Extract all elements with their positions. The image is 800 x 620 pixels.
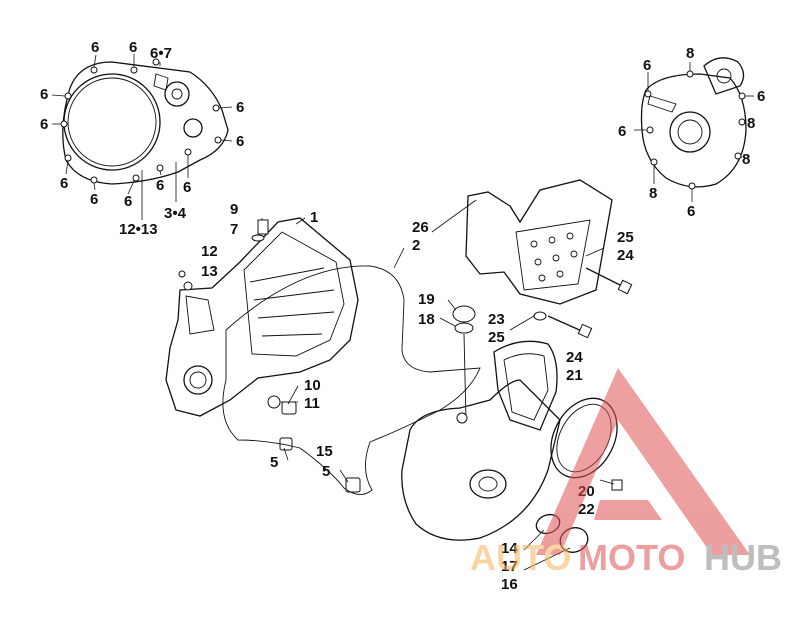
callout-8: 8 xyxy=(742,151,750,168)
callout-21: 21 xyxy=(566,367,583,384)
callout-6: 6 xyxy=(129,39,137,56)
leader-lines-tl xyxy=(51,54,233,220)
drive-cover-illustration xyxy=(401,340,561,541)
watermark-text-moto: MOTO xyxy=(578,537,685,578)
callout-11: 11 xyxy=(304,395,320,412)
callout-19: 19 xyxy=(418,291,435,308)
callout-10: 10 xyxy=(304,377,321,394)
callout-6: 6 xyxy=(236,133,244,150)
callout-6: 6 xyxy=(124,193,132,210)
callout-13: 13 xyxy=(201,263,218,280)
callout-5: 5 xyxy=(322,463,330,480)
clutch-cover-illustration xyxy=(51,54,233,220)
callout-8: 8 xyxy=(747,115,755,132)
callout-7: 7 xyxy=(230,221,238,238)
callout-25: 25 xyxy=(488,329,505,346)
callout-24: 24 xyxy=(617,247,634,264)
callout-5: 5 xyxy=(270,454,278,471)
callout-6: 6 xyxy=(757,88,765,105)
callout-26: 26 xyxy=(412,219,429,236)
duct-holes xyxy=(530,232,578,282)
callout-6: 6 xyxy=(60,175,68,192)
callout-25: 25 xyxy=(617,229,634,246)
callout-6: 6 xyxy=(236,99,244,116)
callout-6: 6 xyxy=(183,179,191,196)
callout-24: 24 xyxy=(566,349,583,366)
callout-6: 6 xyxy=(91,39,99,56)
callout-16: 16 xyxy=(501,576,518,593)
callout-8: 8 xyxy=(686,45,694,62)
callout-6: 6 xyxy=(643,57,651,74)
callout-8: 8 xyxy=(649,185,657,202)
callout-22: 22 xyxy=(578,501,595,518)
gasket-illustration xyxy=(222,265,481,495)
callout-23: 23 xyxy=(488,311,505,328)
long-bolts xyxy=(533,267,633,339)
callout-3-4: 3•4 xyxy=(164,205,187,222)
callout-9: 9 xyxy=(230,201,238,218)
watermark-text-auto: AUTO xyxy=(470,537,571,578)
callout-6: 6 xyxy=(618,123,626,140)
callout-12: 12 xyxy=(201,243,218,260)
watermark-logo: AUTO MOTO HUB xyxy=(470,368,782,578)
callout-6: 6 xyxy=(90,191,98,208)
callout-labels: 6 6 6•7 6 6 6 6 6 6 6 6 6 3•4 12•13 6 8 … xyxy=(40,39,765,593)
callout-14: 14 xyxy=(501,540,518,557)
leader-lines-middle xyxy=(261,199,615,571)
callout-6: 6 xyxy=(40,116,48,133)
leader-lines-tr xyxy=(634,62,754,202)
callout-17: 17 xyxy=(501,558,518,575)
callout-12-13: 12•13 xyxy=(119,221,158,238)
callout-18: 18 xyxy=(418,311,435,328)
small-hardware xyxy=(251,219,476,493)
callout-15: 15 xyxy=(316,443,333,460)
callout-6: 6 xyxy=(156,177,164,194)
stator-cover-illustration xyxy=(634,57,754,202)
watermark-triangle-icon xyxy=(536,368,750,555)
air-duct-illustration xyxy=(465,179,613,305)
callout-1: 1 xyxy=(310,209,318,226)
crankcase-cover-illustration xyxy=(165,217,359,417)
callout-6: 6 xyxy=(687,203,695,220)
cover-bolts xyxy=(60,58,222,184)
callout-6: 6 xyxy=(40,86,48,103)
callout-2: 2 xyxy=(412,237,420,254)
callout-6-7: 6•7 xyxy=(150,45,172,62)
watermark-text-hub: HUB xyxy=(704,537,782,578)
